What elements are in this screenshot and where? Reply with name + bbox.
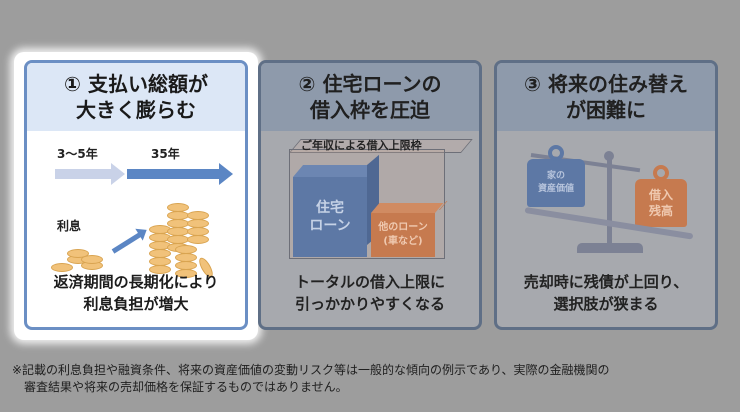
interest-label: 利息: [57, 219, 82, 233]
panel-illustration: 3〜5年 35年 利息: [27, 131, 245, 327]
limit-label: ご年収による借入上限枠: [301, 139, 422, 152]
home-loan-label: 住宅 ローン: [309, 200, 351, 234]
disclaimer-footnote: ※記載の利息負担や融資条件、将来の資産価値の変動リスク等は一般的な傾向の例示であ…: [12, 363, 610, 394]
loan-balance-weight-icon: 借入 残高: [635, 165, 687, 227]
increase-arrow-icon: [111, 232, 142, 254]
other-loan-block: 他のローン (車など): [371, 213, 435, 257]
short-period-arrow-icon: [55, 163, 125, 185]
overflow-burst-icon: ⟋: [439, 199, 448, 213]
panel-caption: 返済期間の長期化により 利息負担が増大: [53, 273, 219, 313]
panel-illustration: 家の 資産価値 借入 残高: [497, 131, 715, 327]
asset-value-label: 家の 資産価値: [537, 171, 574, 194]
panel-loan-limit[interactable]: ② 住宅ローンの 借入枠を圧迫 ご年収による借入上限枠 住宅 ローン 他のローン…: [258, 60, 482, 330]
loan-balance-label: 借入 残高: [648, 188, 673, 218]
long-period-label: 35年: [151, 147, 180, 161]
scale-pivot-icon: [604, 151, 614, 161]
panel-caption: 売却時に残債が上回り、 選択肢が狭まる: [523, 273, 689, 313]
panel-title: ② 住宅ローンの 借入枠を圧迫: [261, 63, 479, 131]
panel-illustration: ご年収による借入上限枠 住宅 ローン 他のローン (車など) ⟋: [261, 131, 479, 327]
panel-title: ① 支払い総額が 大きく膨らむ: [27, 63, 245, 131]
panel-caption: トータルの借入上限に 引っかかりやすくなる: [294, 273, 445, 313]
home-loan-block: 住宅 ローン: [293, 177, 367, 257]
panel-total-payment[interactable]: ① 支払い総額が 大きく膨らむ 3〜5年 35年 利息: [24, 60, 248, 330]
other-loan-label: 他のローン (車など): [378, 222, 428, 247]
panel-title: ③ 将来の住み替え が困難に: [497, 63, 715, 131]
long-period-arrow-icon: [127, 163, 233, 185]
scale-base-icon: [577, 243, 643, 253]
scale-post-icon: [607, 159, 612, 249]
asset-value-weight-icon: 家の 資産価値: [527, 145, 585, 207]
short-period-label: 3〜5年: [57, 147, 98, 161]
panel-relocation[interactable]: ③ 将来の住み替え が困難に 家の 資産価値 借入 残高 売却時に残債が上回り、…: [494, 60, 718, 330]
